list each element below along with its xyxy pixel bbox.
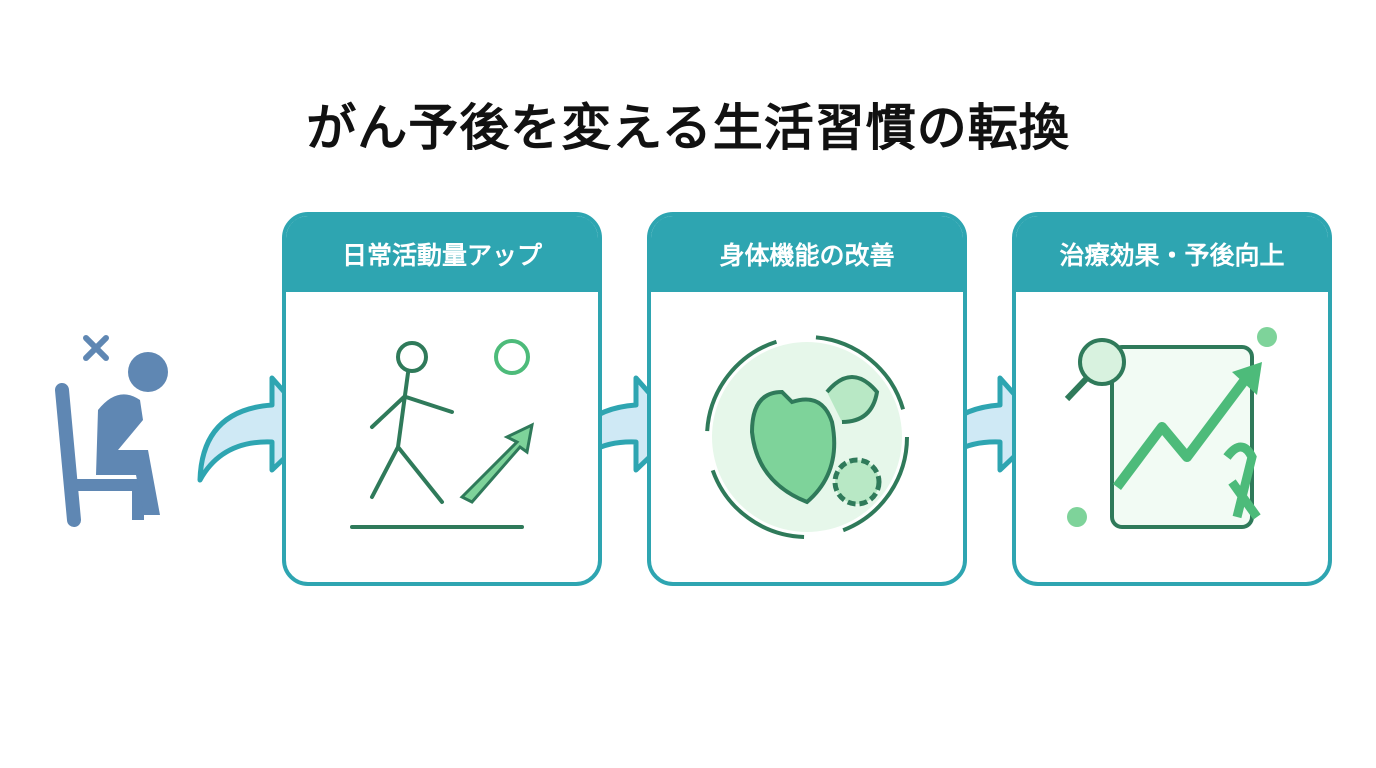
step-card-title: 日常活動量アップ xyxy=(286,216,598,292)
sedentary-person-icon xyxy=(55,335,168,527)
step-card-prognosis: 治療効果・予後向上 xyxy=(1012,212,1332,586)
heart-muscle-gear-icon xyxy=(705,335,909,539)
step-card-activity: 日常活動量アップ xyxy=(282,212,602,586)
step-card-body-function: 身体機能の改善 xyxy=(647,212,967,586)
step-card-title: 治療効果・予後向上 xyxy=(1016,216,1328,292)
step-card-title: 身体機能の改善 xyxy=(651,216,963,292)
page-title: がん予後を変える生活習慣の転換 xyxy=(306,99,1070,157)
walking-person-icon xyxy=(350,339,535,529)
chart-clipboard-ribbon-icon xyxy=(1064,327,1277,529)
